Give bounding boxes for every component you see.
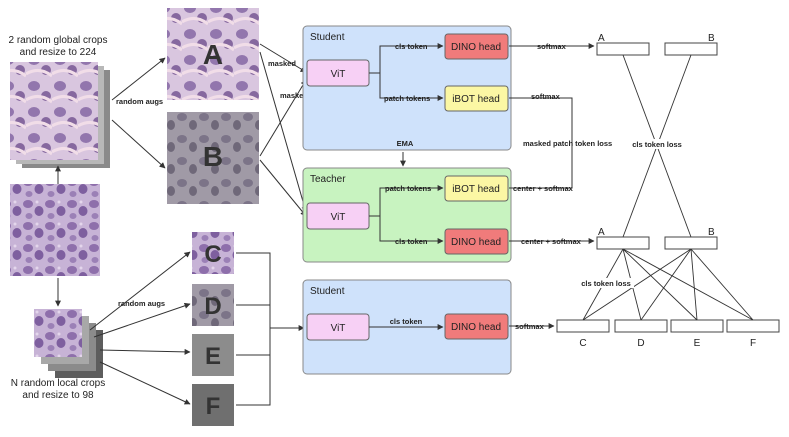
crop-c-letter: C	[204, 241, 221, 268]
teacher-ibot-head: iBOT head	[452, 184, 500, 195]
student-bottom-cls-edge: cls token	[390, 317, 423, 326]
student-bottom-title: Student	[310, 286, 345, 297]
student-top-ibot-head: iBOT head	[452, 94, 500, 105]
teacher-dino-out: center + softmax	[521, 237, 582, 246]
student-output-c-label: C	[579, 338, 586, 349]
arrow-a-to-teacher	[259, 51, 308, 213]
arrow-to-crop-e	[99, 348, 191, 355]
local-crop-f: F	[192, 384, 234, 426]
ibot-teacher-line	[509, 150, 573, 189]
teacher-output-b	[664, 236, 718, 250]
student-output-a-label: A	[598, 33, 605, 44]
local-crops-bracket	[236, 252, 305, 406]
student-bottom-dino-head: DINO head	[451, 322, 501, 333]
student-top-dino-out: softmax	[537, 42, 567, 51]
student-output-e-label: E	[694, 338, 701, 349]
arrow-b-to-teacher	[259, 159, 307, 217]
arrow-to-crop-a	[111, 57, 166, 101]
student-top-panel: Student ViT DINO head iBOT head cls toke…	[302, 25, 512, 151]
local-crop-e: E	[192, 334, 234, 376]
arrow-to-crop-b	[111, 119, 166, 169]
teacher-vit: ViT	[331, 212, 346, 223]
student-output-c	[556, 319, 610, 333]
local-cls-loss-bg	[578, 278, 634, 288]
local-crop-c: C	[192, 232, 234, 274]
crop-b-letter: B	[203, 141, 223, 172]
local-augs-label: random augs	[118, 299, 165, 308]
masked-label-top: masked	[268, 59, 296, 68]
student-top-patch-edge: patch tokens	[384, 94, 430, 103]
teacher-dino-head: DINO head	[451, 237, 501, 248]
global-crop-a: A	[167, 8, 259, 100]
crop-f-letter: F	[206, 393, 221, 420]
teacher-patch-edge: patch tokens	[385, 184, 431, 193]
local-crops-caption-1: N random local crops	[11, 378, 105, 389]
student-output-d	[614, 319, 668, 333]
arrow-to-crop-f	[99, 361, 191, 405]
global-augs-label: random augs	[116, 97, 163, 106]
student-top-title: Student	[310, 32, 345, 43]
local-crops-caption-2: and resize to 98	[22, 390, 94, 401]
ibot-student-line	[509, 97, 573, 178]
student-top-vit: ViT	[331, 69, 346, 80]
student-output-b-label: B	[708, 33, 715, 44]
arrow-b-to-student	[259, 79, 307, 157]
arrow-to-crop-d	[93, 302, 191, 338]
student-top-dino-head: DINO head	[451, 42, 501, 53]
teacher-ibot-out: center + softmax	[513, 184, 574, 193]
student-bottom-panel: Student ViT DINO head cls token	[302, 279, 512, 375]
crop-a-letter: A	[203, 39, 223, 70]
local-source-image	[10, 184, 100, 276]
student-output-b	[664, 42, 718, 56]
teacher-output-a	[596, 236, 650, 250]
student-output-f	[726, 319, 780, 333]
global-cls-loss: cls token loss	[632, 140, 682, 149]
crop-e-letter: E	[205, 343, 221, 370]
student-output-a	[596, 42, 650, 56]
local-crop-d: D	[192, 284, 234, 326]
teacher-output-b-label: B	[708, 227, 715, 238]
global-crops-caption-2: and resize to 224	[20, 47, 97, 58]
student-output-f-label: F	[750, 338, 756, 349]
arrow-a-to-student	[259, 43, 307, 73]
teacher-panel: Teacher ViT iBOT head DINO head patch to…	[302, 167, 512, 263]
teacher-cls-edge: cls token	[395, 237, 428, 246]
masked-patch-loss: masked patch token loss	[523, 139, 612, 148]
arrow-to-crop-c	[89, 251, 191, 331]
global-cls-loss-bg	[628, 139, 686, 149]
student-top-ibot-out: softmax	[531, 92, 561, 101]
crop-d-letter: D	[204, 293, 221, 320]
local-crops-stack	[34, 309, 103, 378]
student-output-d-label: D	[637, 338, 644, 349]
global-crops-caption-1: 2 random global crops	[9, 35, 108, 46]
masked-label-bottom: masked	[280, 91, 308, 100]
student-top-cls-edge: cls token	[395, 42, 428, 51]
teacher-output-a-label: A	[598, 227, 605, 238]
student-bottom-vit: ViT	[331, 323, 346, 334]
ema-label: EMA	[397, 139, 414, 148]
global-source-image	[10, 62, 110, 168]
global-crop-b: B	[167, 112, 259, 204]
local-cls-loss: cls token loss	[581, 279, 631, 288]
teacher-title: Teacher	[310, 174, 346, 185]
student-output-e	[670, 319, 724, 333]
student-bottom-dino-out: softmax	[515, 322, 545, 331]
